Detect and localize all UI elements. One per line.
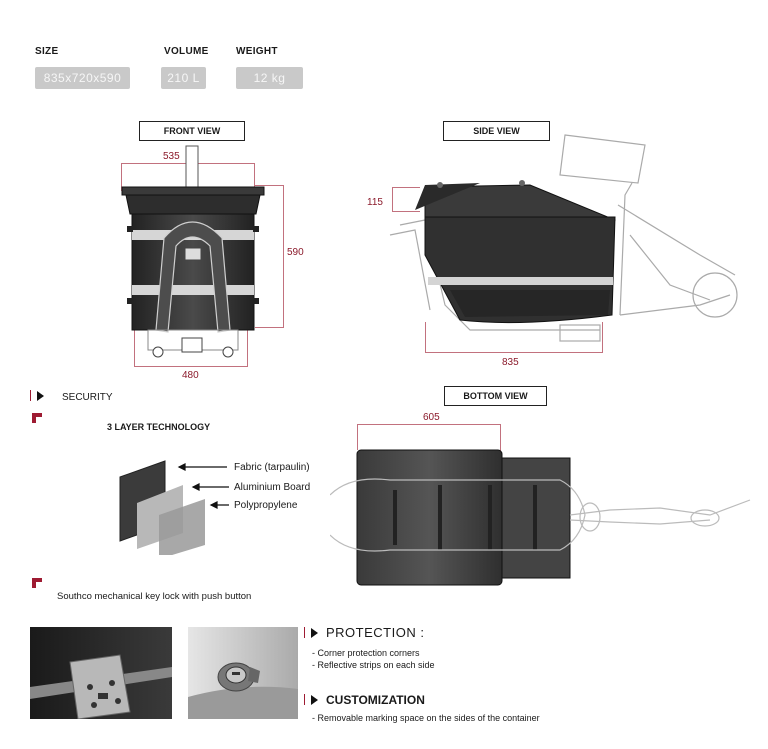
front-dim-width-bottom: 480 [182,370,199,381]
side-view-title: SIDE VIEW [443,121,550,141]
three-layer-diagram [119,460,229,555]
layer-technology-title: 3 LAYER TECHNOLOGY [107,422,211,432]
bottom-view-drawing [330,449,751,586]
accent-bar-icon [304,627,305,638]
lock-caption: Southco mechanical key lock with push bu… [57,591,252,602]
red-corner-icon [32,578,42,588]
protection-heading: PROTECTION : [304,625,424,640]
front-dim-width-top: 535 [163,151,180,162]
bottom-view-title: BOTTOM VIEW [444,386,547,406]
security-heading: SECURITY [30,390,113,403]
key-lock-photo [188,627,298,719]
volume-value: 210 L [161,67,206,89]
red-corner-icon [32,413,42,423]
weight-value: 12 kg [236,67,303,89]
customization-item-1: - Removable marking space on the sides o… [312,713,540,723]
protection-title: PROTECTION : [326,625,425,640]
accent-bar-icon [304,694,305,705]
side-dim-lid: 115 [367,197,383,208]
play-arrow-icon [311,695,318,705]
volume-label: VOLUME [164,46,209,57]
play-arrow-icon [311,628,318,638]
layer-fabric: Fabric (tarpaulin) [234,462,310,473]
accent-bar-icon [30,390,31,401]
customization-heading: CUSTOMIZATION [304,693,425,707]
protection-item-1: - Corner protection corners [312,648,420,658]
bottom-dim-width: 605 [423,412,440,423]
security-title: SECURITY [62,392,113,403]
play-arrow-icon [37,391,44,401]
layer-aluminium: Aluminium Board [234,482,311,493]
front-view-title: FRONT VIEW [139,121,245,141]
side-dim-length: 835 [502,357,519,368]
front-dim-height: 590 [287,247,304,258]
front-view-drawing [121,145,265,358]
protection-item-2: - Reflective strips on each side [312,660,435,670]
weight-label: WEIGHT [236,46,278,57]
customization-title: CUSTOMIZATION [326,693,425,707]
corner-protection-photo [30,627,172,719]
layer-polypropylene: Polypropylene [234,500,298,511]
side-view-drawing [389,134,738,342]
size-label: SIZE [35,46,59,57]
size-value: 835x720x590 [35,67,130,89]
